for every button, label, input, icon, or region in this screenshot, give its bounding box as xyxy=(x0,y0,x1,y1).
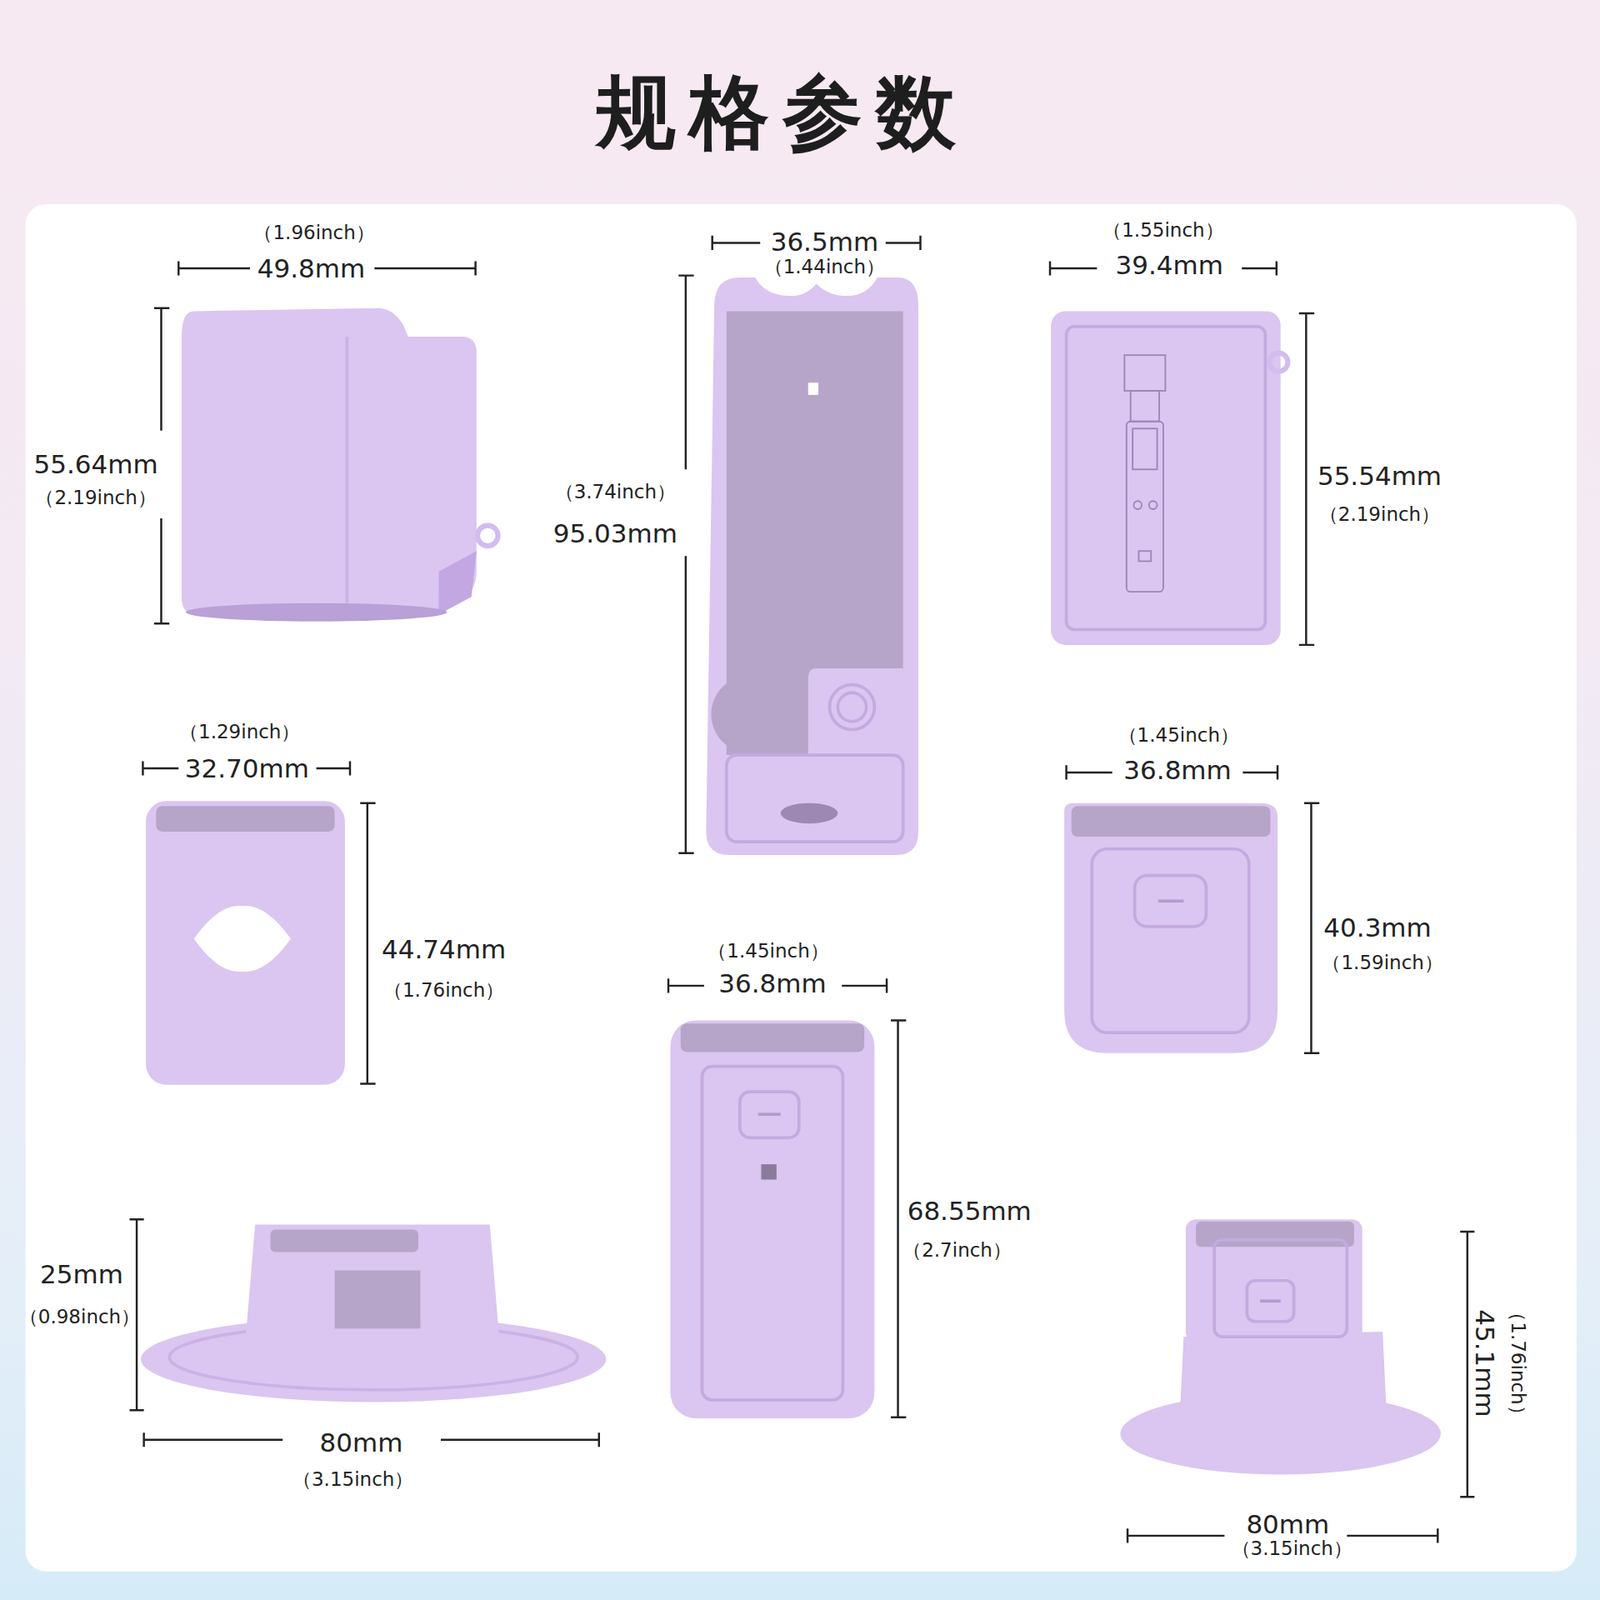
dimension-label: 80mm xyxy=(320,1428,404,1457)
gimbal-sleeve-part xyxy=(194,905,291,972)
handle-cover-long-part xyxy=(758,1112,781,1116)
dimension-lines-part xyxy=(1299,313,1315,645)
dimension-label: 55.64mm xyxy=(34,450,159,479)
dimension-label: （3.15inch） xyxy=(1231,1538,1353,1560)
body-case-part xyxy=(830,685,875,730)
screen-lid-part-part xyxy=(1149,500,1158,510)
dimension-label: 55.54mm xyxy=(1317,461,1442,490)
screen-lid-part-part xyxy=(1139,550,1152,561)
handle-cover-long-part xyxy=(701,1066,843,1400)
stand-base-part xyxy=(270,1230,419,1253)
dimension-label: 25mm xyxy=(40,1260,124,1289)
screen-lid-part-part xyxy=(1132,428,1157,470)
dimension-label: （1.96inch） xyxy=(253,223,375,245)
dimension-label: （1.76inch） xyxy=(1506,1302,1528,1424)
lens-cover-part xyxy=(477,525,498,546)
dimension-lines-part xyxy=(890,1020,906,1417)
dimension-label: 39.4mm xyxy=(1115,250,1224,280)
dimension-label: （1.45inch） xyxy=(1118,725,1240,746)
lens-cover-part xyxy=(181,308,477,619)
dimension-label: （2.7inch） xyxy=(902,1240,1012,1262)
stand-with-cover-part xyxy=(1178,1331,1388,1450)
dimension-label: （1.59inch） xyxy=(1321,952,1443,974)
dimension-label: 36.8mm xyxy=(1123,755,1231,785)
lens-cover xyxy=(181,308,499,622)
body-case-part xyxy=(837,692,866,721)
gimbal-sleeve-part xyxy=(145,800,345,1085)
dimension-label: 80mm xyxy=(1245,1510,1330,1539)
white-panel xyxy=(25,204,1577,1572)
dimension-label: （1.29inch） xyxy=(179,722,300,744)
dimension-label: 44.74mm xyxy=(381,935,506,964)
lens-cover-part xyxy=(345,336,349,613)
screen-lid-part xyxy=(1050,310,1281,645)
handle-cover-long-part xyxy=(760,1164,776,1180)
handle-cover-long-part xyxy=(680,1023,865,1052)
screen-lid-part xyxy=(1269,353,1288,372)
dimension-label: 95.03mm xyxy=(553,519,678,548)
screen-lid-part xyxy=(1124,355,1165,592)
dimension-lines-part xyxy=(1304,803,1320,1054)
dimension-label: （0.98inch） xyxy=(19,1306,140,1328)
handle-cover-short-part xyxy=(1135,875,1207,927)
body-case-part xyxy=(710,675,789,754)
screen-lid-part-part xyxy=(1124,355,1165,391)
handle-cover-short-part xyxy=(1091,849,1250,1033)
stand-with-cover-part xyxy=(1214,1240,1347,1337)
screen-lid xyxy=(1050,310,1288,645)
dimension-lines xyxy=(130,235,1475,1544)
handle-cover-short-part xyxy=(1158,899,1185,903)
dimension-label: （3.15inch） xyxy=(292,1469,414,1490)
dimension-label: 36.5mm xyxy=(770,227,879,256)
stand-with-cover xyxy=(1120,1219,1440,1475)
dimension-label: （1.45inch） xyxy=(707,941,829,963)
dimension-label: （2.19inch） xyxy=(1319,505,1440,526)
stand-with-cover-part xyxy=(1260,1299,1280,1303)
stand-with-cover-part xyxy=(1246,1280,1294,1322)
stand-base-part xyxy=(335,1270,421,1329)
page-title: 规格参数 xyxy=(582,68,970,157)
lens-cover-part xyxy=(439,550,477,615)
dimension-lines-part xyxy=(360,803,375,1085)
dimension-lines-part xyxy=(678,275,694,854)
dimension-label: 49.8mm xyxy=(257,254,365,283)
screen-lid-part-part xyxy=(1133,500,1142,510)
screen-lid-part-part xyxy=(1130,390,1160,422)
handle-cover-long-part xyxy=(670,1020,875,1419)
screen-lid-part xyxy=(1066,326,1266,630)
body-case xyxy=(705,277,919,855)
handle-cover-short-part xyxy=(1071,805,1271,837)
handle-cover-long xyxy=(670,1020,875,1419)
gimbal-sleeve-part xyxy=(155,805,335,832)
dimension-label: （2.19inch） xyxy=(35,487,156,509)
body-case-part xyxy=(726,755,904,842)
stand-base-part xyxy=(245,1224,500,1360)
stand-with-cover-part xyxy=(1195,1221,1355,1248)
handle-cover-short xyxy=(1064,803,1278,1054)
dimension-label: 45.1mm xyxy=(1470,1309,1500,1417)
stand-base xyxy=(140,1224,606,1402)
body-case-part xyxy=(780,803,839,824)
body-case-part xyxy=(808,382,819,395)
dimension-label: （3.74inch） xyxy=(555,482,676,504)
dimension-label: （1.55inch） xyxy=(1102,220,1224,241)
lens-cover-part xyxy=(185,603,447,622)
handle-cover-short-part xyxy=(1064,803,1278,1054)
dimension-label: 32.70mm xyxy=(185,754,310,783)
dimension-label: 68.55mm xyxy=(907,1196,1032,1225)
handle-cover-long-part xyxy=(740,1091,800,1138)
gimbal-sleeve xyxy=(145,800,345,1085)
dimension-label: 36.8mm xyxy=(718,969,826,998)
dimension-label: （1.76inch） xyxy=(383,980,505,1001)
dimension-label: 40.3mm xyxy=(1323,913,1431,942)
body-case-part xyxy=(705,277,919,855)
stand-with-cover-part xyxy=(1185,1219,1363,1342)
screen-lid-part-part xyxy=(1126,421,1164,592)
dimension-label: （1.44inch） xyxy=(764,256,885,278)
